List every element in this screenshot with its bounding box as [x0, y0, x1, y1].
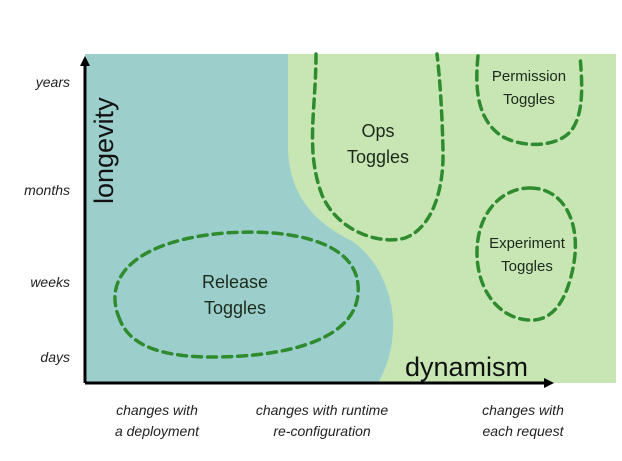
permission-toggles-label-line2: Toggles — [503, 91, 555, 108]
x-tick-request-line2: each request — [483, 423, 565, 439]
y-tick-weeks: weeks — [30, 274, 70, 290]
y-axis-title: longevity — [89, 97, 119, 204]
experiment-toggles-label-line2: Toggles — [501, 258, 553, 275]
x-tick-request-line1: changes with — [482, 402, 564, 418]
permission-toggles-outline — [475, 54, 584, 147]
ops-toggles-outline — [310, 52, 445, 242]
teal-region — [85, 54, 394, 383]
release-toggles-outline — [113, 230, 360, 359]
x-axis-title: dynamism — [405, 352, 528, 382]
experiment-toggles-label-line1: Experiment — [489, 235, 566, 252]
x-tick-deployment-line1: changes with — [116, 402, 198, 418]
release-toggles-label-line2: Toggles — [204, 298, 266, 318]
release-toggles-label-line1: Release — [202, 272, 268, 292]
x-tick-deployment-line2: a deployment — [115, 423, 200, 439]
y-tick-years: years — [35, 74, 70, 90]
x-tick-runtime-line2: re-configuration — [273, 423, 370, 439]
y-tick-months: months — [24, 182, 70, 198]
experiment-toggles-outline — [475, 186, 578, 322]
ops-toggles-label-line1: Ops — [361, 121, 394, 141]
permission-toggles-label-line1: Permission — [492, 68, 566, 85]
y-tick-days: days — [40, 349, 70, 365]
x-tick-runtime-line1: changes with runtime — [256, 402, 389, 418]
ops-toggles-label-line2: Toggles — [347, 147, 409, 167]
